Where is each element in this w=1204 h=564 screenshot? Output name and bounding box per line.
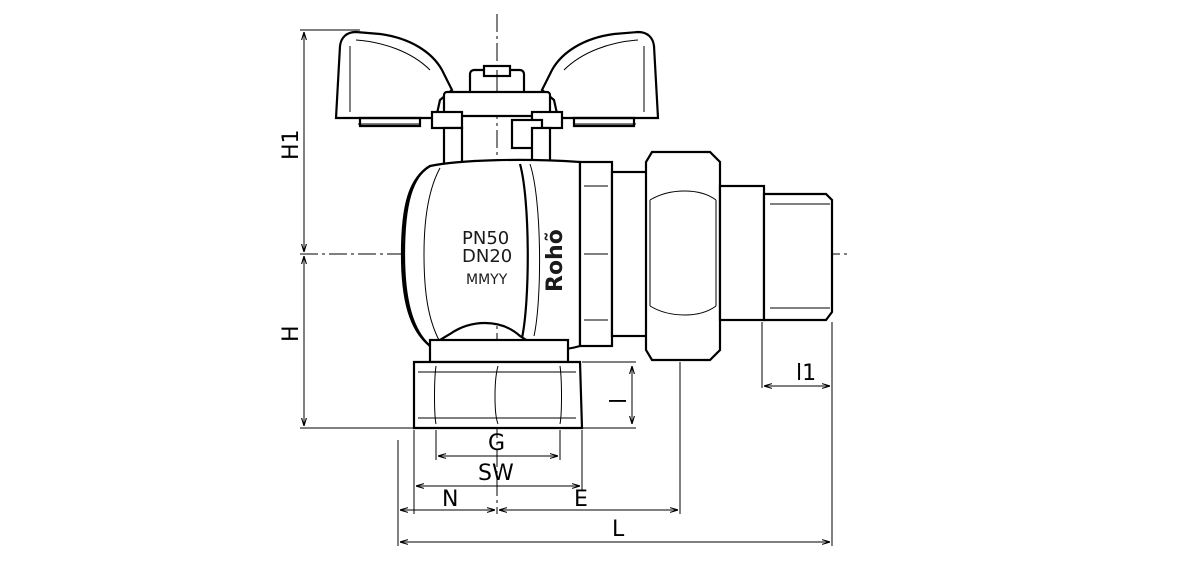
dim-label-h: H	[279, 325, 304, 342]
butterfly-handle	[334, 30, 660, 168]
size-marking: DN20	[462, 246, 512, 267]
body-markings: PN50 DN20 MMYY Rohõ	[462, 228, 568, 292]
dimension-labels: H1 H l l1 G SW N E L	[279, 129, 816, 542]
dim-label-l-small: l	[607, 398, 632, 404]
pressure-marking: PN50	[462, 228, 509, 249]
union-hex-nut	[644, 150, 722, 362]
dim-label-e: E	[574, 487, 588, 512]
male-thread-end	[718, 184, 834, 322]
dim-label-l: L	[612, 517, 625, 542]
dim-label-n: N	[442, 487, 458, 512]
dimension-lines	[300, 29, 833, 546]
date-code-marking: MMYY	[466, 272, 508, 288]
valve-body	[400, 158, 652, 351]
dim-label-g: G	[488, 431, 505, 456]
dim-label-l1: l1	[796, 361, 816, 386]
female-hex-connection	[412, 338, 584, 430]
dim-label-sw: SW	[478, 461, 514, 486]
brand-logo: Rohõ	[543, 229, 568, 292]
dim-label-h1: H1	[279, 129, 304, 160]
